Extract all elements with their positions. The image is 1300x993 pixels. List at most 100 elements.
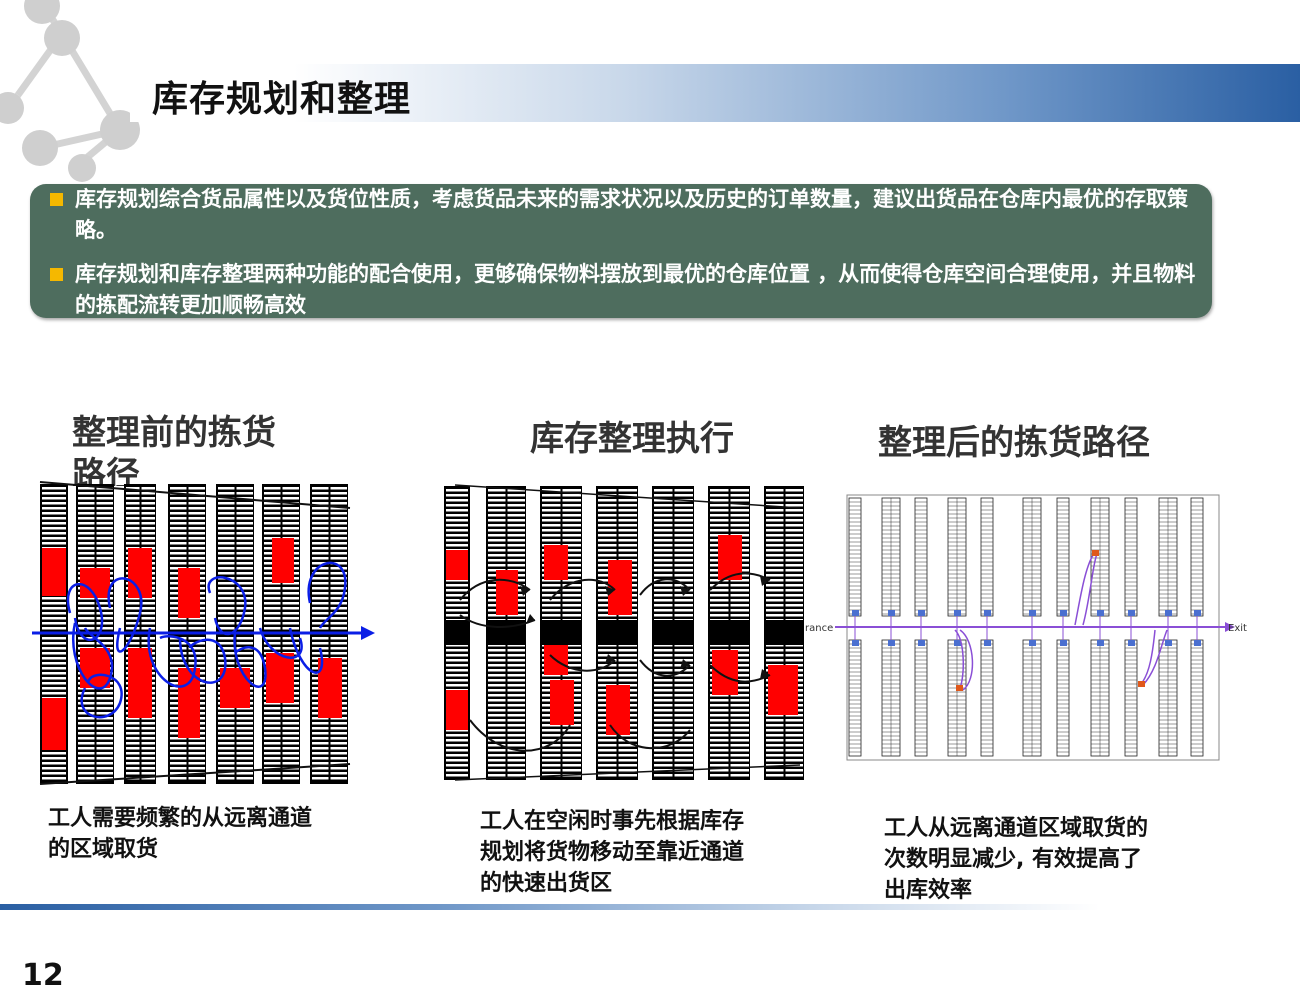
bullet-item: 库存规划和库存整理两种功能的配合使用，更够确保物料摆放到最优的仓库位置 ，从而使… (50, 259, 1200, 321)
rack (980, 497, 994, 617)
stock-block (128, 548, 152, 598)
move-arrow (709, 664, 771, 683)
stock-block (712, 650, 738, 695)
caption-exec: 工人在空闲时事先根据库存规划将货物移动至靠近通道的快速出货区 (480, 809, 745, 896)
warehouse-exec-diagram (444, 484, 804, 781)
rack (1190, 497, 1204, 617)
move-arrow (549, 578, 616, 601)
arrow-head-icon (680, 586, 690, 596)
bullet-item: 库存规划综合货品属性以及货位性质，考虑货品未来的需求状况以及历史的订单数量，建议… (50, 184, 1200, 246)
arrow-head-icon (520, 586, 530, 596)
slot-marker (888, 610, 895, 616)
pick-point (1092, 550, 1099, 556)
slot-marker (1194, 640, 1201, 646)
arrow-heads (520, 576, 770, 679)
slot-marker (954, 610, 961, 616)
caption-before: 工人需要频繁的从远离通道的区域取货 (48, 806, 313, 862)
summary-box: 库存规划综合货品属性以及货位性质，考虑货品未来的需求状况以及历史的订单数量，建议… (30, 184, 1212, 318)
bullet-text: 库存规划和库存整理两种功能的配合使用，更够确保物料摆放到最优的仓库位置 ，从而使… (75, 262, 1196, 317)
bullet-text: 库存规划综合货品属性以及货位性质，考虑货品未来的需求状况以及历史的订单数量，建议… (75, 187, 1188, 242)
slot-marker (1097, 640, 1104, 646)
exit-label: Exit (1228, 623, 1247, 634)
slot-marker (1097, 610, 1104, 616)
path-loop (288, 627, 324, 674)
rack (1056, 497, 1070, 617)
stock-block (496, 570, 518, 615)
caption-after: 工人从远离通道区域取货的次数明显减少, 有效提高了出库效率 (884, 816, 1149, 903)
pick-route (954, 629, 965, 689)
arrow-head-icon (680, 659, 690, 669)
slot-marker (984, 640, 991, 646)
rack-rows (444, 486, 804, 780)
rack (1124, 497, 1138, 617)
slot-marker (954, 640, 961, 646)
stock-block (550, 680, 574, 725)
page-number: 12 (22, 958, 64, 993)
move-arrow (549, 654, 616, 672)
warehouse-after-diagram: rance Exit (805, 494, 1247, 761)
stock-block (178, 568, 200, 618)
slot-marker (1128, 610, 1135, 616)
arrow-right-icon (361, 626, 375, 640)
panel-title-before: 整理前的拣货路径 (72, 413, 276, 486)
panel-title-exec: 库存整理执行 (530, 419, 734, 459)
rack (914, 639, 928, 757)
move-arrow (459, 578, 531, 601)
stock-block (718, 535, 742, 580)
slot-marker (918, 640, 925, 646)
bullet-square-icon (50, 268, 63, 281)
slot-marker (1060, 640, 1067, 646)
arrow-right-icon (1225, 622, 1235, 632)
stock-block (80, 568, 110, 598)
stock-block (266, 653, 294, 703)
path-loop (80, 673, 123, 719)
slot-marker (888, 640, 895, 646)
move-arrow (609, 724, 691, 750)
rack (848, 497, 862, 617)
bullet-square-icon (50, 193, 63, 206)
stock-block (606, 685, 630, 735)
main-aisle-arrow (32, 626, 375, 640)
path-loop (307, 561, 347, 629)
title-bar (130, 64, 1300, 122)
pick-route (959, 629, 974, 691)
pick-points (956, 550, 1145, 691)
diagonal-guides (454, 484, 801, 781)
pick-route (1074, 551, 1096, 626)
arrow-head-icon (760, 669, 770, 679)
slot-marker (1029, 640, 1036, 646)
rack (980, 639, 994, 757)
stock-block (446, 550, 468, 580)
slot-marker (1194, 610, 1201, 616)
rack (1190, 639, 1204, 757)
stock-block (446, 690, 468, 730)
move-arrow (709, 572, 771, 591)
warehouse-before-diagram (32, 481, 375, 785)
aisle-slots (852, 610, 1201, 646)
move-arrow (639, 659, 691, 677)
slot-marker (1165, 640, 1172, 646)
picking-path (66, 561, 347, 719)
stock-block (80, 648, 110, 688)
slot-marker (918, 610, 925, 616)
path-loop (233, 632, 267, 688)
path-loop (107, 577, 143, 653)
pick-point (956, 685, 963, 691)
rack-rows (39, 481, 351, 785)
entrance-label: rance (805, 623, 833, 634)
arrow-head-icon (526, 614, 535, 624)
rack (848, 639, 862, 757)
rack (914, 497, 928, 617)
rack-rows (848, 497, 1204, 757)
slot-marker (1165, 610, 1172, 616)
path-loop (258, 627, 303, 659)
move-arrow (469, 719, 571, 752)
footer-line (0, 904, 1100, 910)
stock-block (42, 548, 66, 596)
slot-marker (1060, 610, 1067, 616)
slot-marker (984, 610, 991, 616)
rack (1056, 639, 1070, 757)
page-title: 库存规划和整理 (152, 79, 412, 120)
path-loop (178, 637, 227, 684)
arrow-head-icon (605, 654, 615, 664)
